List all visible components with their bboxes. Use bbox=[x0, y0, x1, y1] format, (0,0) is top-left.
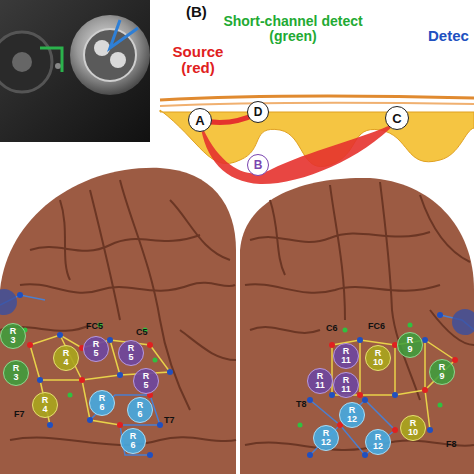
region-circle: R 5 bbox=[133, 368, 159, 394]
tissue-section bbox=[160, 96, 474, 184]
region-circle: R 6 bbox=[120, 428, 146, 454]
channel-lines bbox=[332, 340, 455, 430]
region-circle: R 10 bbox=[400, 415, 426, 441]
optode-core bbox=[12, 52, 32, 72]
region-circle: R 3 bbox=[3, 360, 29, 386]
region-label: R 5 bbox=[128, 344, 135, 362]
region-circle: R 10 bbox=[365, 345, 391, 371]
photo-background bbox=[0, 0, 150, 142]
blue-bracket bbox=[110, 20, 138, 48]
partial-region-circle bbox=[0, 289, 17, 315]
region-circle: R 9 bbox=[429, 359, 455, 385]
brain-surface bbox=[0, 168, 236, 474]
region-label: D bbox=[254, 106, 263, 118]
electrode-label: F8 bbox=[446, 440, 470, 449]
fiber-tip bbox=[94, 40, 110, 56]
region-label: R 6 bbox=[137, 401, 144, 419]
region-circle: R 5 bbox=[83, 336, 109, 362]
fiber-tip bbox=[55, 63, 61, 69]
region-label: R 12 bbox=[347, 406, 357, 424]
panel-text: (B) bbox=[186, 4, 226, 20]
region-circle: R 11 bbox=[307, 368, 333, 394]
region-circle: R 4 bbox=[53, 345, 79, 371]
skull-line bbox=[160, 103, 474, 106]
region-circle: R 6 bbox=[127, 397, 153, 423]
channel-lines bbox=[0, 295, 160, 455]
region-circle: R 12 bbox=[339, 402, 365, 428]
region-label: R 11 bbox=[315, 372, 325, 390]
electrode-label: C6 bbox=[326, 324, 350, 333]
region-circle: R 11 bbox=[333, 343, 359, 369]
gyri bbox=[245, 182, 474, 450]
partial-region-circle bbox=[452, 309, 474, 335]
optodes bbox=[17, 292, 173, 458]
region-label: R 4 bbox=[42, 396, 49, 414]
region-circle: R 4 bbox=[32, 392, 58, 418]
region-label: R 5 bbox=[93, 340, 100, 358]
region-label: R 4 bbox=[63, 349, 70, 367]
region-circle: C bbox=[385, 106, 409, 130]
region-circle: D bbox=[247, 101, 269, 123]
electrode-label: FC5 bbox=[86, 322, 116, 331]
region-label: R 10 bbox=[408, 419, 418, 437]
brain-surface bbox=[240, 178, 474, 474]
region-label: R 3 bbox=[13, 364, 20, 382]
green-bracket bbox=[40, 48, 62, 72]
fiber-tip bbox=[110, 52, 126, 68]
region-label: R 12 bbox=[373, 433, 383, 451]
electrode-label: FC6 bbox=[368, 322, 398, 331]
gyri bbox=[0, 180, 236, 445]
electrode-label: T7 bbox=[164, 416, 188, 425]
region-circle: R 12 bbox=[313, 425, 339, 451]
panel-text: Detec bbox=[428, 28, 474, 44]
region-circle: R 11 bbox=[333, 372, 359, 398]
region-label: R 11 bbox=[341, 376, 351, 394]
region-label: R 9 bbox=[407, 336, 414, 354]
optode-holder bbox=[70, 15, 150, 95]
region-label: R 6 bbox=[130, 432, 137, 450]
channel-lines bbox=[30, 335, 170, 425]
electrode-label: F7 bbox=[14, 410, 38, 419]
panel-text: Source (red) bbox=[172, 44, 224, 76]
region-circle: R 12 bbox=[365, 429, 391, 455]
optodes bbox=[298, 312, 459, 458]
region-circle: R 3 bbox=[0, 323, 26, 349]
region-circle: R 6 bbox=[89, 390, 115, 416]
region-label: R 11 bbox=[341, 347, 351, 365]
region-circle: R 5 bbox=[118, 340, 144, 366]
light-path-banana bbox=[200, 122, 397, 184]
optode-photo bbox=[0, 0, 150, 142]
region-label: A bbox=[195, 114, 204, 127]
region-label: R 5 bbox=[143, 372, 150, 390]
scalp-line bbox=[160, 96, 474, 100]
region-circle: A bbox=[188, 108, 212, 132]
region-label: C bbox=[392, 112, 401, 125]
optode-holder bbox=[0, 32, 52, 92]
electrode-label: C5 bbox=[136, 328, 160, 337]
region-label: R 12 bbox=[321, 429, 331, 447]
channel-lines bbox=[310, 315, 474, 455]
region-label: R 10 bbox=[373, 349, 383, 367]
panel-text: Short-channel detect (green) bbox=[218, 14, 368, 43]
region-label: R 6 bbox=[99, 394, 106, 412]
region-label: R 3 bbox=[10, 327, 17, 345]
region-circle: B bbox=[247, 154, 269, 176]
brain-left bbox=[0, 168, 236, 474]
region-circle: R 9 bbox=[397, 332, 423, 358]
electrode-label: T8 bbox=[296, 400, 320, 409]
region-label: R 9 bbox=[439, 363, 446, 381]
region-label: B bbox=[254, 159, 263, 171]
brain-right bbox=[240, 178, 474, 474]
